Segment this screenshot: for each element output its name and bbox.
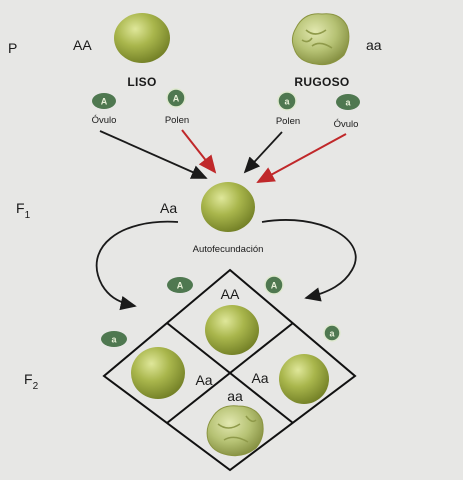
- parent-right-genotype: aa: [366, 37, 382, 53]
- svg-text:a: a: [111, 335, 117, 345]
- svg-text:A: A: [271, 281, 278, 291]
- gamete-ovule-a-label: Óvulo: [334, 119, 359, 130]
- parent-left-genotype: AA: [73, 37, 92, 53]
- gamete-pollen-A: A: [166, 88, 186, 108]
- punnett-cell-left-genotype: Aa: [195, 372, 212, 388]
- generation-f2-label: F2: [24, 371, 39, 392]
- punnett-allele-top-right: A: [264, 275, 284, 295]
- curved-arrow-left: [95, 220, 179, 311]
- parent-left-label: LISO: [127, 75, 156, 89]
- punnett-square: [102, 268, 357, 472]
- arrow-pollen-a-to-f1: [243, 131, 283, 174]
- generation-p-label: P: [8, 40, 17, 56]
- punnett-cell-top-genotype: AA: [221, 286, 240, 302]
- arrow-pollen-A-to-f1: [181, 129, 217, 174]
- gamete-pollen-A-label: Polen: [165, 115, 189, 126]
- gamete-pollen-a-label: Polen: [276, 116, 300, 127]
- punnett-cell-bottom-genotype: aa: [227, 388, 243, 404]
- punnett-pea-right: [279, 354, 329, 404]
- gamete-ovule-a: a: [336, 94, 360, 110]
- svg-text:a: a: [329, 329, 335, 339]
- f1-label: Autofecundación: [193, 244, 264, 255]
- f1-pea: [201, 182, 255, 232]
- punnett-allele-right: a: [323, 324, 341, 342]
- svg-text:A: A: [173, 94, 180, 104]
- parent-right-label: RUGOSO: [294, 75, 349, 89]
- generation-f1-label: F1: [16, 200, 31, 221]
- punnett-pea-top: [205, 305, 259, 355]
- smooth-pea-parent: [114, 13, 170, 63]
- svg-text:a: a: [284, 97, 290, 107]
- punnett-allele-top-left: A: [167, 277, 193, 293]
- svg-text:a: a: [345, 98, 351, 108]
- arrow-ovule-a-to-f1: [256, 133, 347, 183]
- svg-text:A: A: [177, 281, 184, 291]
- punnett-pea-left: [131, 347, 185, 399]
- arrow-ovule-A-to-f1: [99, 130, 208, 179]
- gamete-pollen-a: a: [277, 91, 297, 111]
- punnett-pea-bottom-wrinkled: [206, 405, 264, 457]
- f1-genotype: Aa: [160, 200, 177, 216]
- punnett-cell-right-genotype: Aa: [251, 370, 268, 386]
- svg-text:A: A: [101, 97, 108, 107]
- curved-arrow-right: [261, 219, 357, 302]
- punnett-allele-left: a: [101, 331, 127, 347]
- wrinkled-pea-parent: [291, 13, 350, 66]
- gamete-ovule-A-label: Óvulo: [92, 115, 117, 126]
- gamete-ovule-A: A: [92, 93, 116, 109]
